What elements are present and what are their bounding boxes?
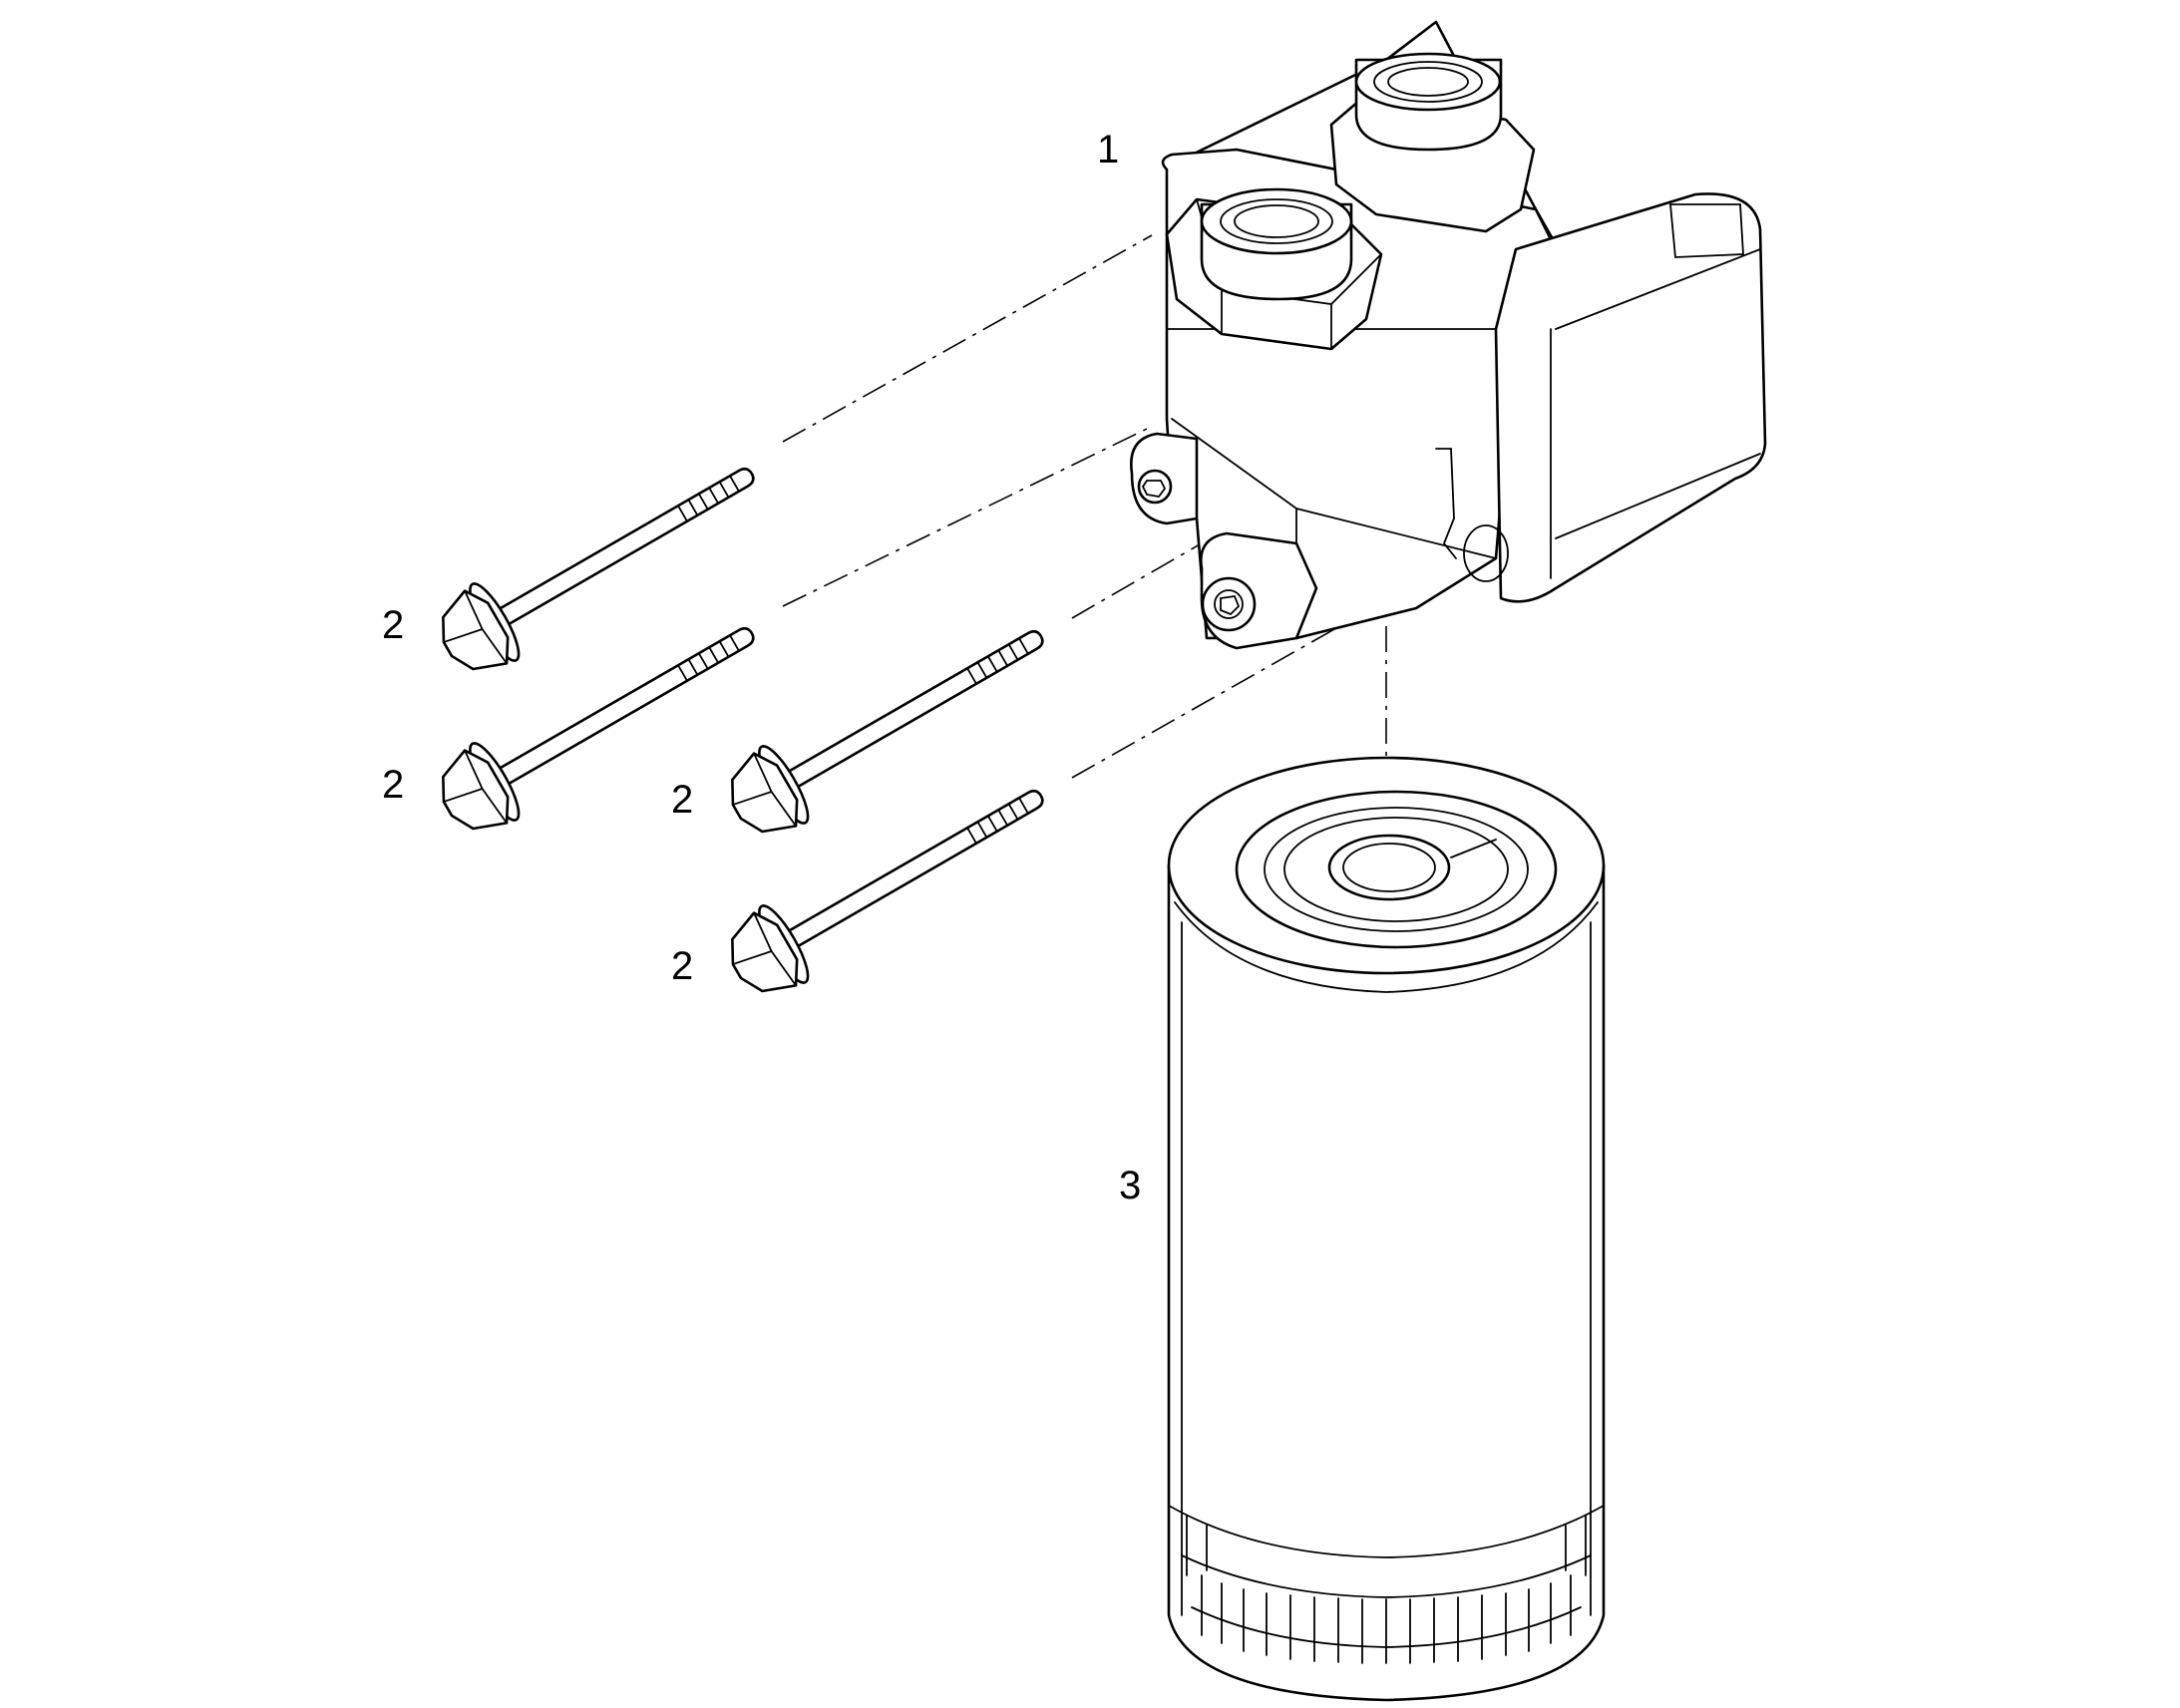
- callout-bolt-a: 2: [382, 603, 404, 647]
- callout-bolt-c: 2: [671, 778, 693, 822]
- callout-filter: 3: [1119, 1164, 1141, 1207]
- callout-bolt-d: 2: [671, 944, 693, 988]
- leader-bolt-b: [782, 428, 1148, 607]
- leader-bolt-d: [1071, 542, 1487, 779]
- callout-housing: 1: [1097, 128, 1119, 171]
- spin-on-filter-cartridge-icon: [1167, 756, 1606, 1702]
- callout-bolt-b: 2: [382, 763, 404, 807]
- leader-bolt-a: [782, 234, 1153, 443]
- filter-housing-icon: [1129, 20, 1767, 650]
